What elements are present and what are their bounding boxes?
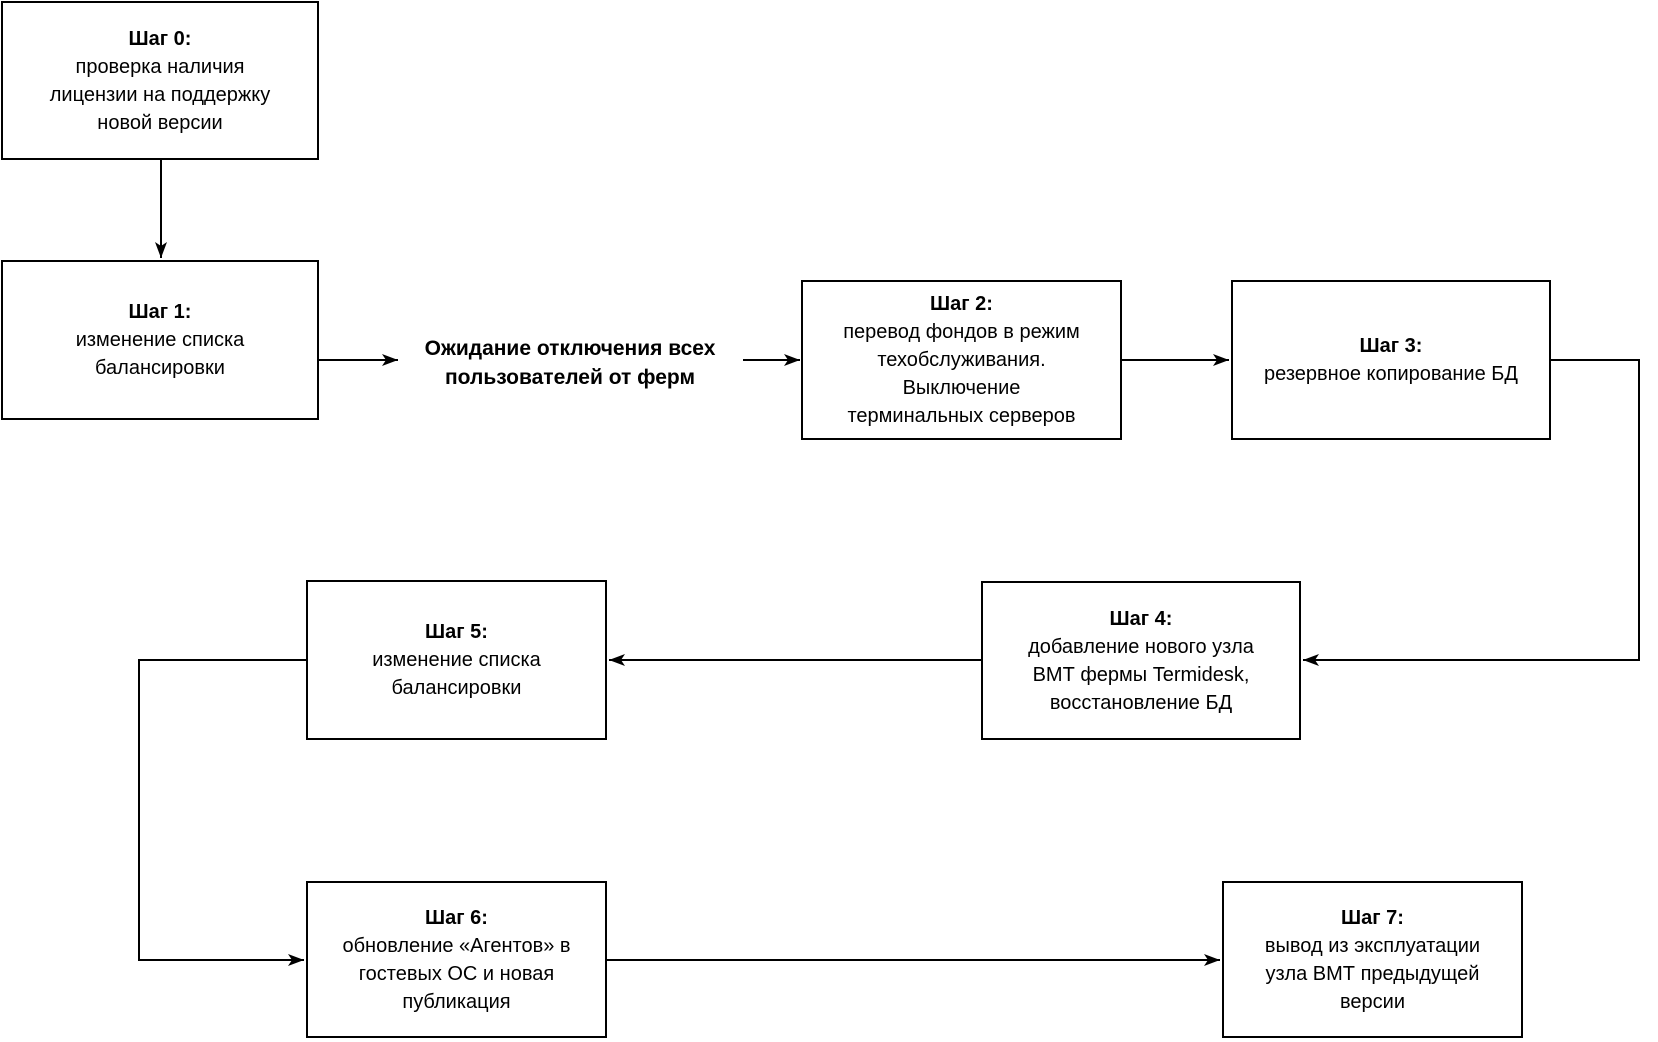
node-title: Шаг 7: — [1341, 906, 1404, 929]
node-body: резервное копирование БД — [1264, 363, 1518, 385]
node-title: Шаг 2: — [930, 293, 993, 315]
node-body: проверка наличия лицензии на поддержку н… — [49, 55, 271, 134]
node-body: перевод фондов в режим техобслуживания. … — [843, 321, 1080, 427]
node-title: Шаг 0: — [128, 27, 192, 50]
edge-label-wait-users-disconnect: Ожидание отключения всех пользователей о… — [424, 337, 716, 389]
flow-node-step-6: Шаг 6: обновление «Агентов» в гостевых О… — [306, 881, 607, 1038]
flow-node-step-4: Шаг 4: добавление нового узла ВМТ фермы … — [981, 581, 1301, 740]
flow-node-step-2: Шаг 2: перевод фондов в режим техобслужи… — [801, 280, 1122, 440]
node-title: Шаг 5: — [425, 621, 488, 643]
edge-step5-step6 — [138, 659, 306, 966]
flow-node-step-7: Шаг 7: вывод из эксплуатации узла ВМТ пр… — [1222, 881, 1523, 1038]
node-title: Шаг 6: — [425, 906, 488, 929]
node-title: Шаг 3: — [1359, 335, 1423, 357]
node-title: Шаг 1: — [128, 301, 192, 323]
node-body: изменение списка балансировки — [75, 329, 245, 379]
flow-node-step-3: Шаг 3: резервное копирование БД — [1231, 280, 1551, 440]
edge-step3-step4 — [1303, 359, 1640, 666]
node-body: вывод из эксплуатации узла ВМТ предыдуще… — [1264, 934, 1481, 1013]
node-body: изменение списка балансировки — [372, 649, 541, 699]
flow-node-step-1: Шаг 1: изменение списка балансировки — [1, 260, 319, 420]
flow-node-step-0: Шаг 0: проверка наличия лицензии на подд… — [1, 1, 319, 160]
flow-node-step-5: Шаг 5: изменение списка балансировки — [306, 580, 607, 740]
node-title: Шаг 4: — [1109, 607, 1173, 630]
node-body: обновление «Агентов» в гостевых ОС и нов… — [342, 934, 571, 1013]
node-body: добавление нового узла ВМТ фермы Termide… — [1028, 635, 1254, 714]
